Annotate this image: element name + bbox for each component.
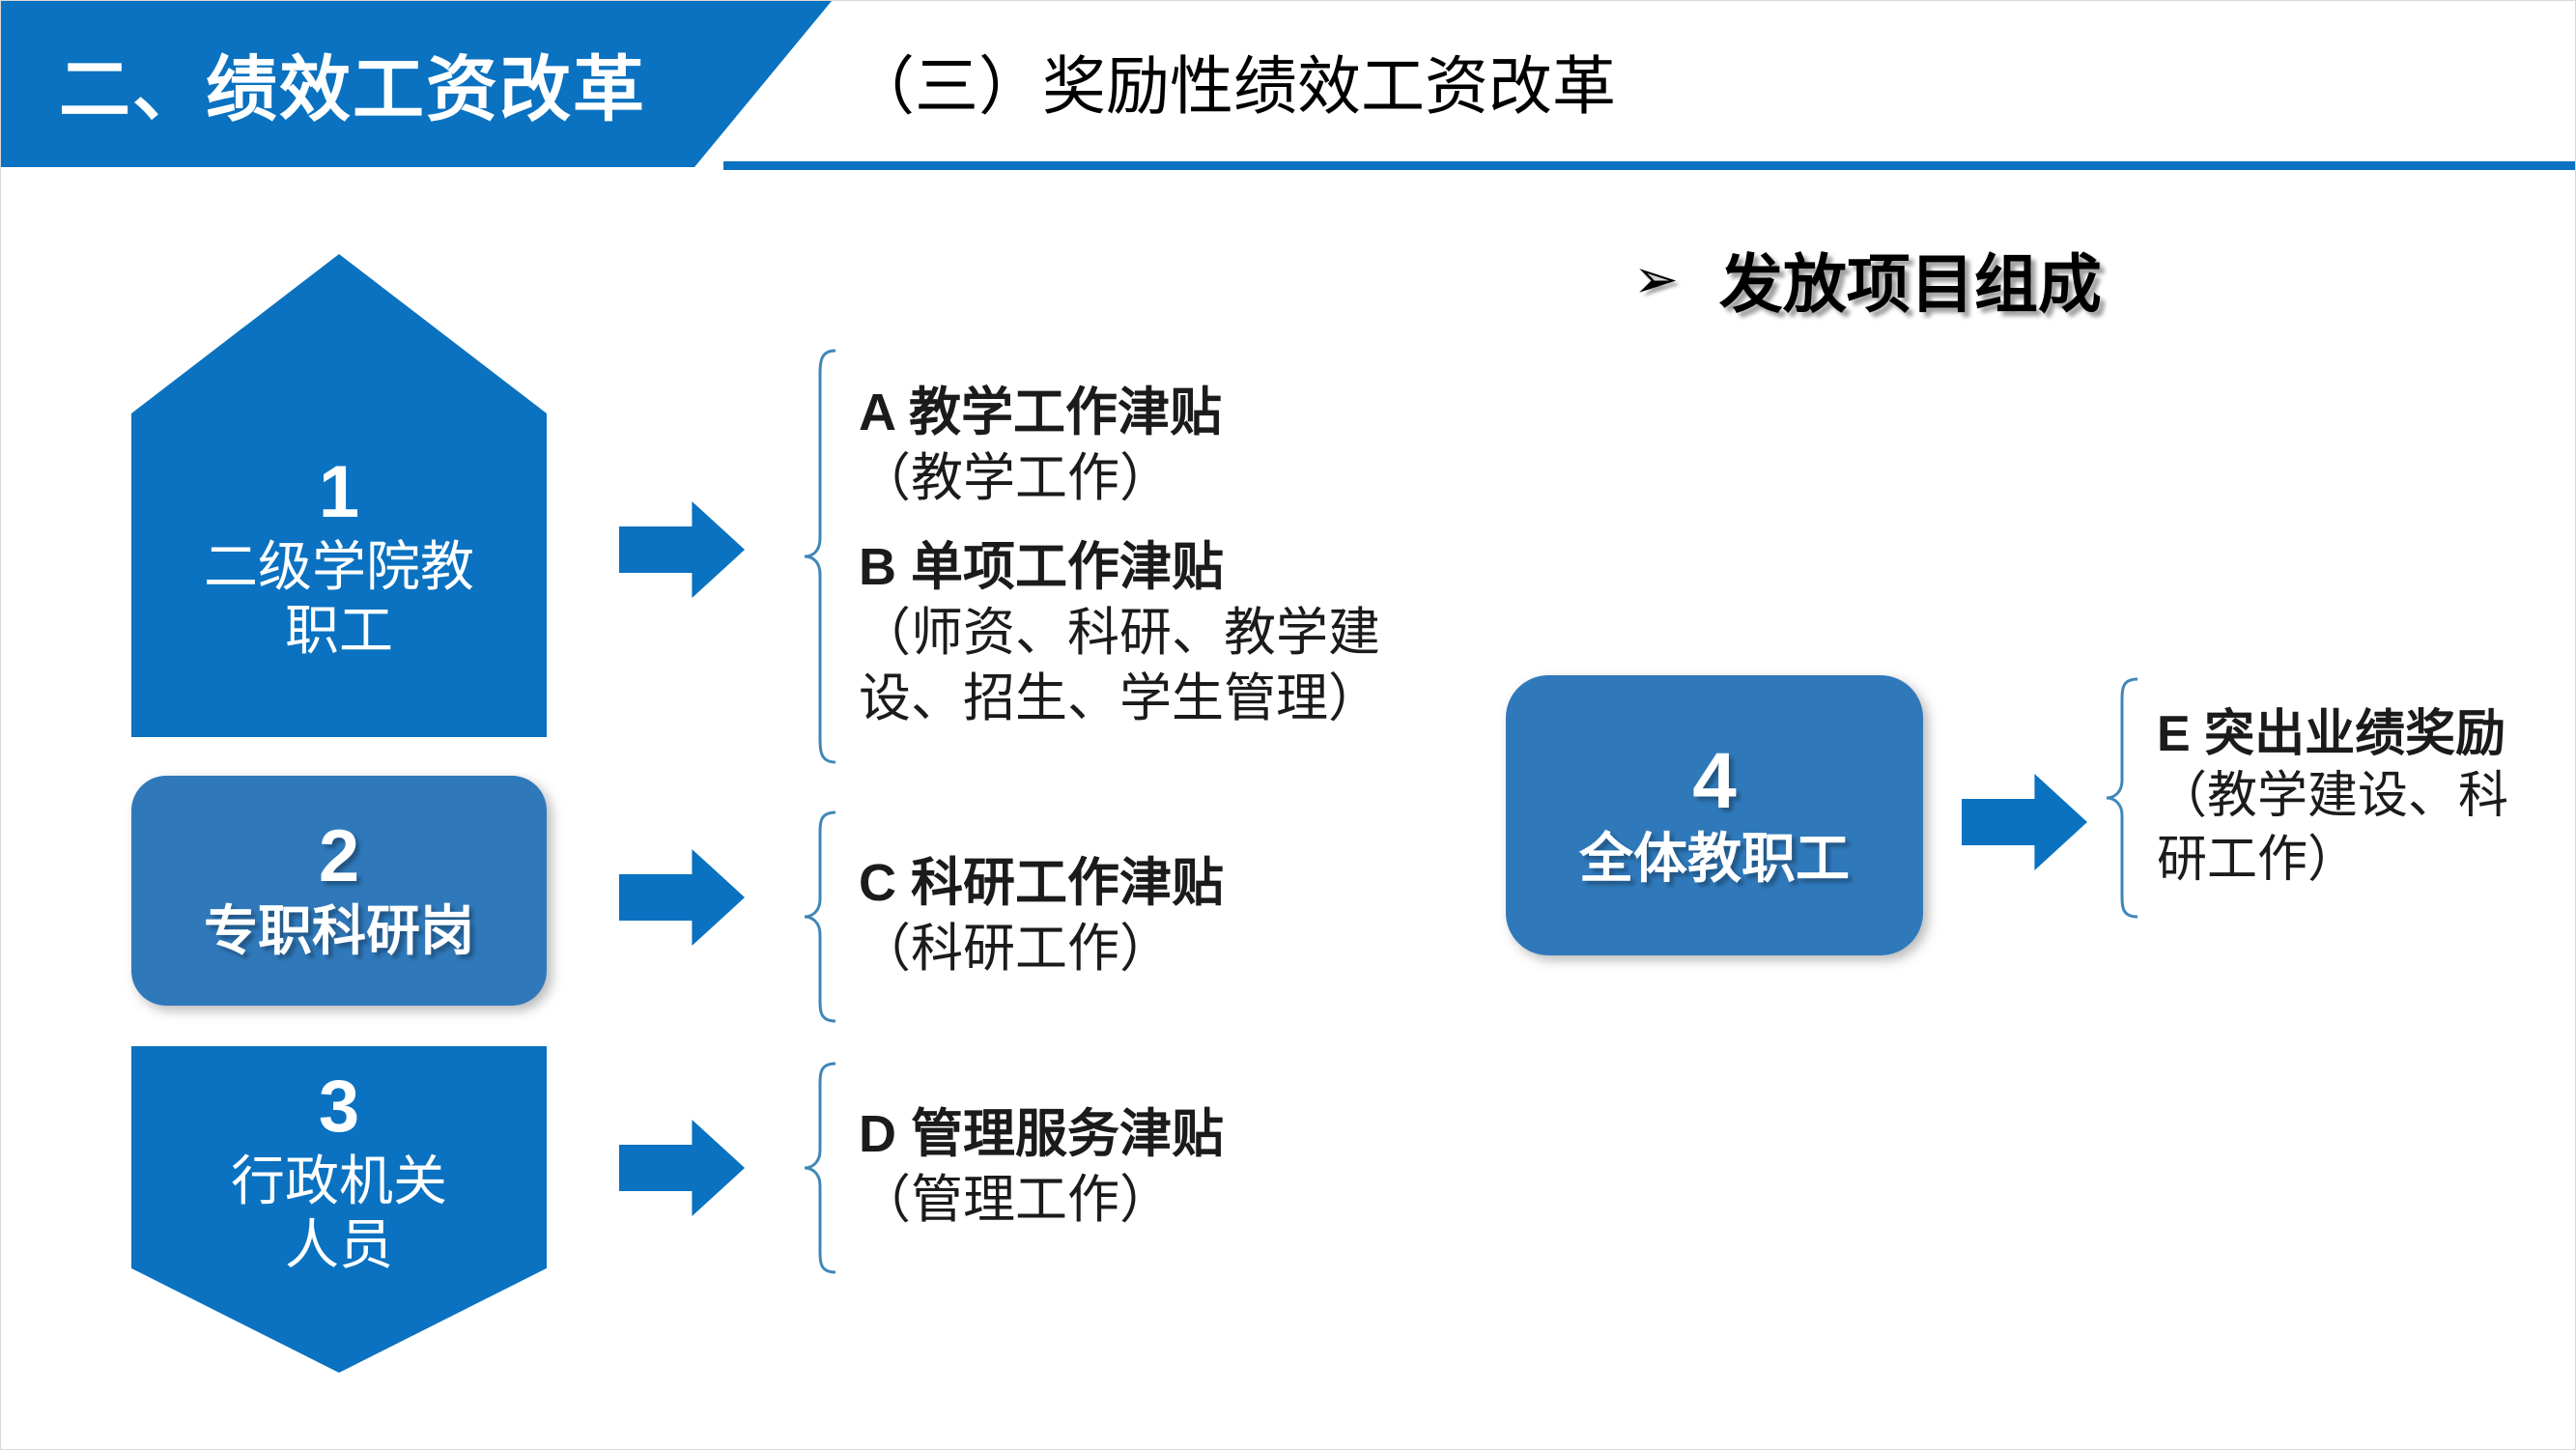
header-band (1, 1, 832, 167)
category-caption: 全体教职工 (1579, 827, 1850, 891)
benefit-title: A 教学工作津贴 (859, 384, 1222, 442)
benefit-subtitle: （教学建设、科 研工作） (2157, 765, 2508, 892)
benefit-subtitle-line: （管理工作） (859, 1170, 1172, 1229)
section-heading-label: 发放项目组成 (1718, 248, 2102, 320)
category-caption: 行政机关 人员 (231, 1150, 447, 1277)
section-heading: ➢ 发放项目组成 (1633, 233, 2102, 326)
right-arrow-icon-4 (1962, 774, 2087, 870)
category-shape-4[interactable]: 4 全体教职工 (1506, 675, 1923, 955)
category-number: 1 (318, 451, 360, 534)
category-caption-line: 人员 (285, 1213, 393, 1275)
right-arrow-icon-2 (619, 849, 745, 946)
benefit-subtitle-line: （教学工作） (859, 448, 1172, 507)
benefit-item: C 科研工作津贴 （科研工作） (859, 852, 1224, 981)
slide-header: 二、绩效工资改革 （三）奖励性绩效工资改革 (1, 1, 2575, 194)
category-caption-line: 全体教职工 (1579, 828, 1850, 889)
benefit-group-c: C 科研工作津贴 （科研工作） (803, 810, 1440, 1023)
right-arrow-icon-1 (619, 501, 745, 598)
arrow-bullet-icon: ➢ (1633, 248, 1679, 309)
left-brace-icon (803, 1062, 837, 1274)
benefit-group-body: A 教学工作津贴 （教学工作） B 单项工作津贴 （师资、科研、教学建 设、招生… (837, 349, 1380, 764)
benefit-subtitle-line: （师资、科研、教学建 (859, 603, 1380, 662)
benefit-group-d: D 管理服务津贴 （管理工作） (803, 1062, 1440, 1274)
benefit-item: A 教学工作津贴 （教学工作） (859, 382, 1380, 511)
category-shape-1[interactable]: 1 二级学院教 职工 (131, 254, 547, 737)
benefit-title: E 突出业绩奖励 (2157, 705, 2506, 762)
benefit-subtitle-line: 设、招生、学生管理） (859, 668, 1380, 727)
benefit-group-body: C 科研工作津贴 （科研工作） (837, 810, 1224, 1023)
benefit-title: B 单项工作津贴 (859, 537, 1224, 596)
category-shape-3[interactable]: 3 行政机关 人员 (131, 1046, 547, 1373)
category-number: 2 (318, 815, 360, 898)
header-section-label: 二、绩效工资改革 (59, 48, 646, 129)
benefit-group-body: E 突出业绩奖励 （教学建设、科 研工作） (2139, 677, 2508, 919)
category-number: 4 (1692, 736, 1737, 825)
left-brace-icon (2105, 677, 2139, 919)
benefit-subtitle: （教学工作） (859, 445, 1380, 511)
category-caption-line: 行政机关 (231, 1150, 447, 1211)
page-title: （三）奖励性绩效工资改革 (851, 50, 1616, 122)
benefit-subtitle: （科研工作） (859, 916, 1224, 981)
category-number: 3 (318, 1066, 360, 1149)
benefit-subtitle-line: 研工作） (2157, 831, 2359, 888)
left-brace-icon (803, 810, 837, 1023)
benefit-group-ab: A 教学工作津贴 （教学工作） B 单项工作津贴 （师资、科研、教学建 设、招生… (803, 349, 1440, 764)
category-caption-line: 二级学院教 (204, 535, 474, 597)
category-caption-line: 职工 (285, 599, 393, 661)
header-underline (723, 161, 2575, 170)
category-shape-2[interactable]: 2 专职科研岗 (131, 776, 547, 1006)
category-caption: 专职科研岗 (204, 899, 474, 963)
benefit-group-body: D 管理服务津贴 （管理工作） (837, 1062, 1224, 1274)
benefit-title: D 管理服务津贴 (859, 1105, 1224, 1164)
benefit-title: C 科研工作津贴 (859, 854, 1224, 913)
benefit-subtitle: （管理工作） (859, 1167, 1224, 1233)
benefit-subtitle-line: （教学建设、科 (2157, 768, 2509, 825)
benefit-item: E 突出业绩奖励 （教学建设、科 研工作） (2157, 704, 2508, 892)
benefit-item: B 单项工作津贴 （师资、科研、教学建 设、招生、学生管理） (859, 536, 1380, 731)
benefit-subtitle: （师资、科研、教学建 设、招生、学生管理） (859, 600, 1380, 731)
benefit-group-e: E 突出业绩奖励 （教学建设、科 研工作） (2105, 677, 2575, 919)
benefit-subtitle-line: （科研工作） (859, 919, 1172, 978)
benefit-item: D 管理服务津贴 （管理工作） (859, 1103, 1224, 1233)
right-arrow-icon-3 (619, 1120, 745, 1216)
category-caption-line: 专职科研岗 (204, 899, 474, 961)
left-brace-icon (803, 349, 837, 764)
category-caption: 二级学院教 职工 (204, 535, 474, 663)
